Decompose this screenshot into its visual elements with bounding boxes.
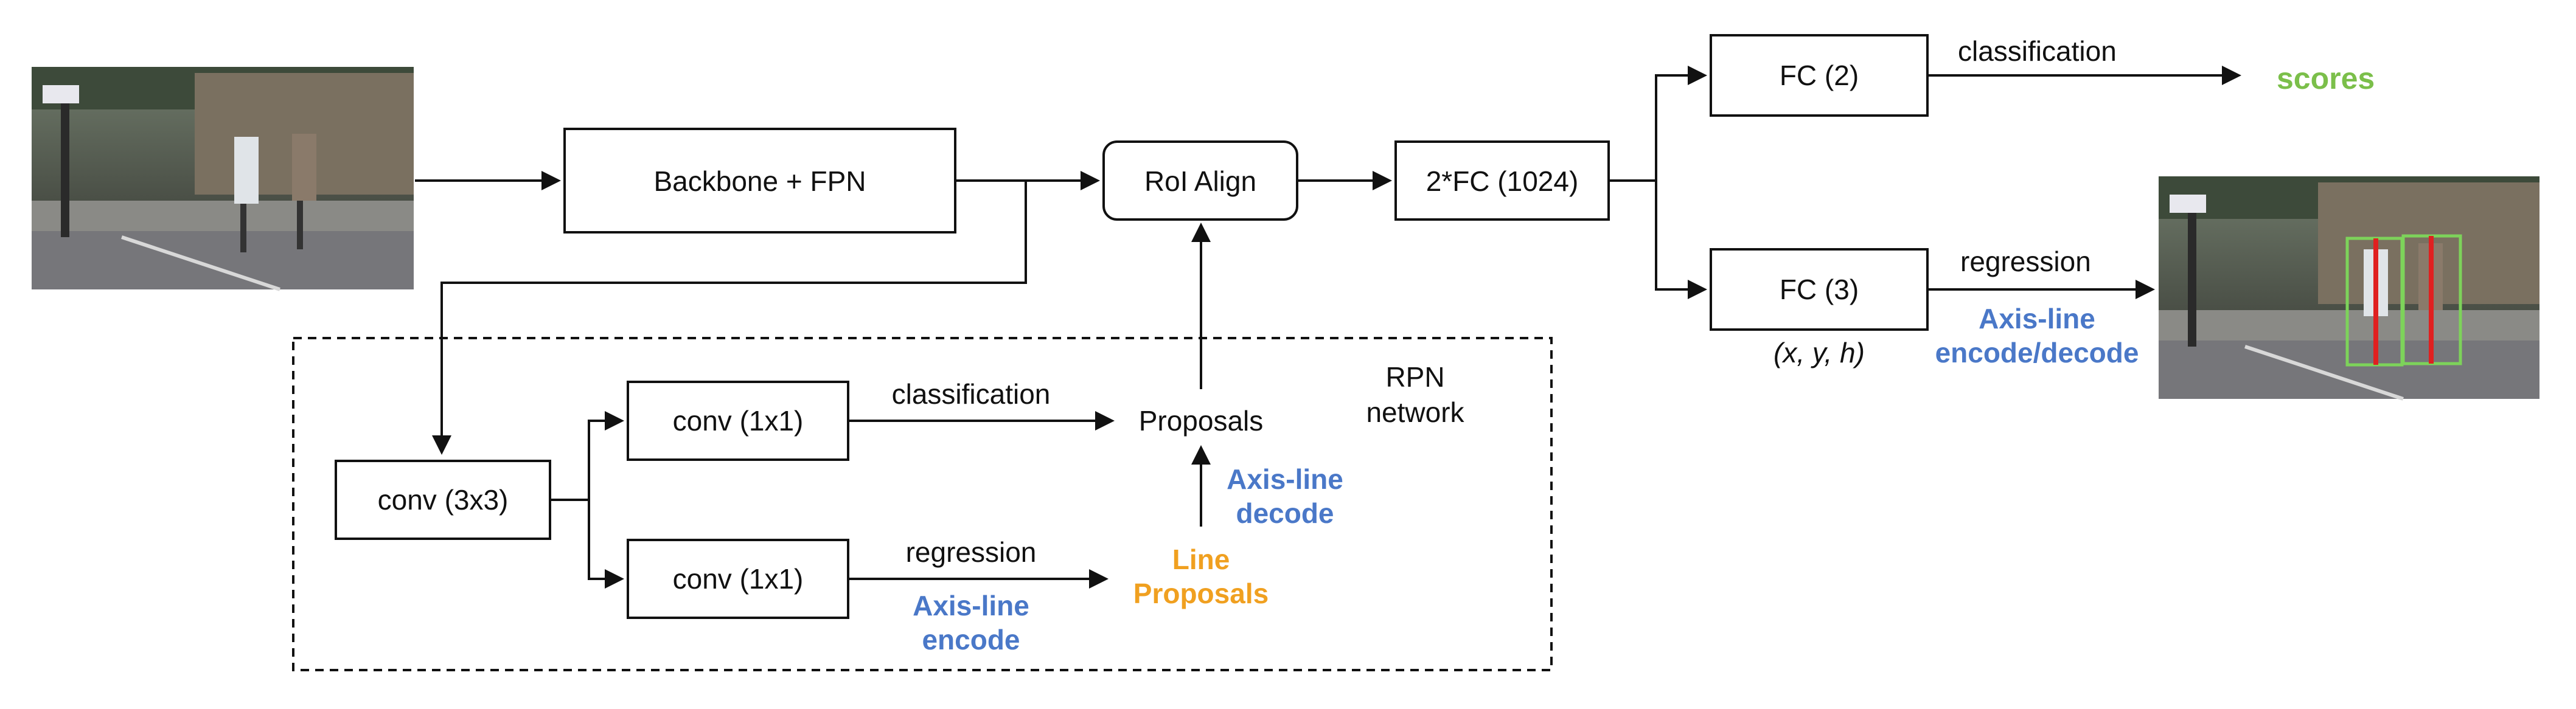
conv1x1-top-box: [627, 381, 849, 461]
axis-line-encode-label-2: encode: [922, 624, 1020, 655]
fc1024-label: 2*FC (1024): [1426, 165, 1579, 197]
fc3-label: FC (3): [1780, 274, 1859, 305]
regression-rpn-label: regression: [906, 536, 1037, 568]
xyh-label: (x, y, h): [1774, 337, 1865, 368]
rpn-label-1: RPN: [1385, 361, 1444, 393]
arrow-to-conv1x1-bottom: [588, 500, 624, 589]
line-proposals-label-1: Line: [1172, 544, 1230, 575]
roi-align-label: RoI Align: [1144, 165, 1256, 197]
line-proposals-label-2: Proposals: [1133, 578, 1269, 609]
axis-line-encode-decode-label-1: Axis-line: [1979, 303, 2095, 334]
axis-line-encode-decode-label-2: encode/decode: [1935, 337, 2139, 368]
proposals-label: Proposals: [1139, 405, 1264, 437]
rpn-label-2: network: [1366, 396, 1464, 428]
fc2-label: FC (2): [1780, 60, 1859, 91]
classification-head-label: classification: [1958, 35, 2117, 67]
output-image: [2159, 176, 2539, 401]
conv3x3-box: [335, 460, 551, 540]
arrow-to-conv1x1-top: [588, 411, 624, 500]
scores-label: scores: [2277, 61, 2375, 95]
line-backbone-to-rpn: [432, 181, 1027, 455]
axis-line-decode-label-1: Axis-line: [1227, 463, 1343, 495]
fc1024-box: [1394, 140, 1610, 221]
rpn-network-region: [292, 337, 1553, 671]
input-image: [32, 67, 414, 291]
classification-rpn-label: classification: [892, 378, 1051, 410]
conv1x1-bottom-label: conv (1x1): [673, 563, 804, 595]
backbone-fpn-box: [563, 128, 956, 233]
fc2-box: [1710, 34, 1929, 117]
arrow-to-fc2: [1655, 66, 1707, 181]
conv3x3-label: conv (3x3): [378, 484, 509, 516]
axis-line-decode-label-2: decode: [1236, 497, 1334, 529]
regression-head-label: regression: [1960, 246, 2091, 277]
arrow-to-fc3: [1655, 181, 1707, 299]
backbone-fpn-label: Backbone + FPN: [653, 165, 866, 197]
axis-line-encode-label-1: Axis-line: [913, 590, 1029, 621]
conv1x1-top-label: conv (1x1): [673, 405, 804, 437]
fc3-box: [1710, 248, 1929, 331]
